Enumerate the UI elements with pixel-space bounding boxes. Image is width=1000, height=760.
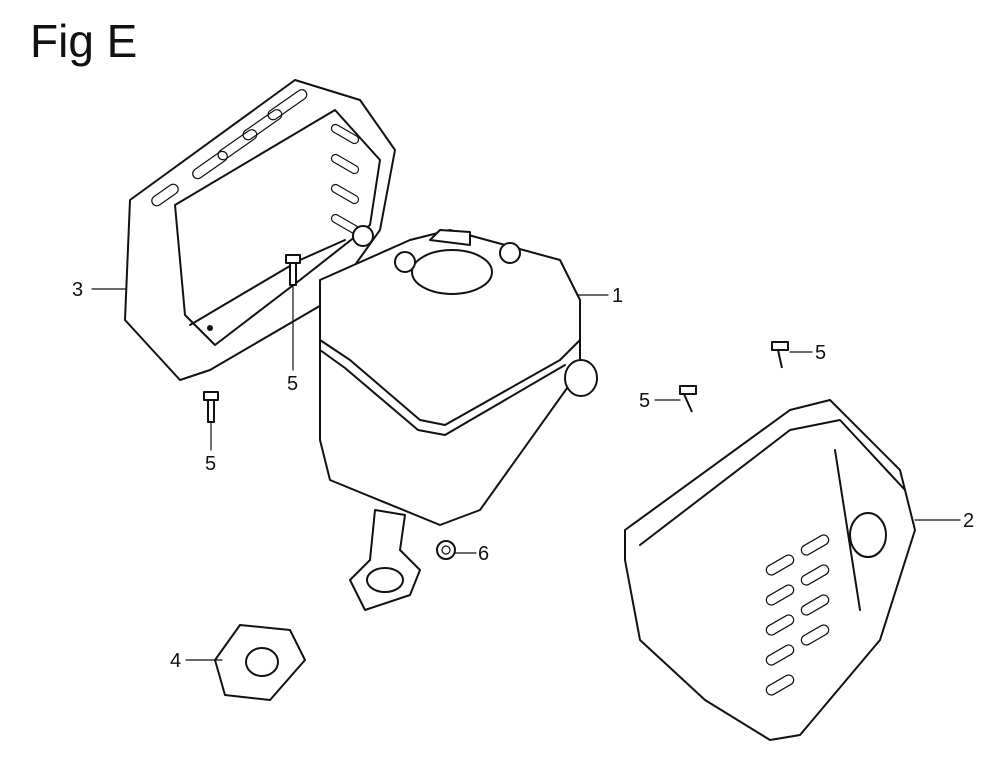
callout-5-screw: 5 <box>205 453 216 475</box>
callout-5-screw: 5 <box>815 342 826 364</box>
callout-4-gasket: 4 <box>170 650 181 672</box>
part-gasket <box>214 624 306 701</box>
callout-2-muffler-protector: 2 <box>963 510 974 532</box>
callout-5-screw: 5 <box>639 390 650 412</box>
part-muffler-protector <box>624 399 916 741</box>
callout-1-muffler: 1 <box>612 285 623 307</box>
part-muffler-cover <box>124 79 396 381</box>
figure-title: Fig E <box>30 15 138 67</box>
callout-5-screw: 5 <box>287 373 298 395</box>
callout-3-muffler-cover: 3 <box>72 279 83 301</box>
fasteners <box>203 254 789 560</box>
part-muffler <box>319 225 598 611</box>
callout-6-nut: 6 <box>478 543 489 565</box>
